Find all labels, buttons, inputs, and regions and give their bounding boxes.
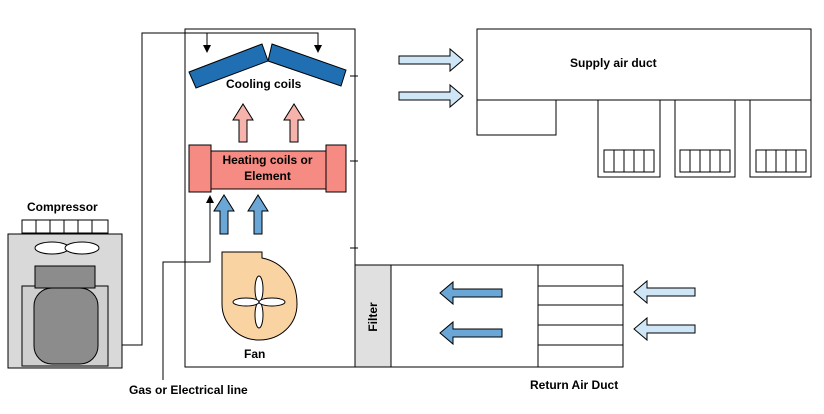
compressor-head [34, 265, 96, 289]
return-air-duct-label: Return Air Duct [530, 378, 619, 392]
refrigerant-line [98, 32, 322, 346]
filter [354, 264, 392, 368]
return-arrow-outer-bottom [633, 316, 696, 342]
return-arrow-outer-top [633, 279, 696, 305]
supply-arrow-bottom [398, 83, 464, 109]
diffuser-2 [674, 99, 736, 178]
heating-coil-end-left [188, 144, 212, 193]
return-arrows-outer [633, 279, 696, 342]
filter-label: Filter [366, 302, 380, 332]
gas-electrical-line-label: Gas or Electrical line [129, 383, 248, 397]
air-arrow-up-right [247, 194, 269, 235]
diffuser-3 [749, 99, 812, 178]
fan-label: Fan [244, 347, 266, 361]
heating-coils-label-line2: Element [244, 169, 291, 183]
supply-air-duct [476, 28, 812, 178]
compressor-vent [21, 219, 109, 234]
heat-arrow-right [283, 103, 305, 143]
cooling-coil-right [267, 43, 347, 87]
supply-arrow-top [398, 47, 464, 73]
supply-air-duct-label: Supply air duct [570, 56, 657, 70]
compressor-label: Compressor [27, 200, 98, 214]
supply-duct-stub [476, 99, 557, 136]
heat-arrow-left [232, 103, 254, 143]
heating-coils [188, 144, 347, 193]
heating-coil-end-right [325, 144, 347, 193]
return-arrow-inner-top [439, 280, 503, 306]
fan-blades-icon [232, 275, 286, 329]
heating-coils-label-line1: Heating coils or [222, 153, 313, 167]
diffuser-1 [597, 99, 661, 178]
compressor [7, 219, 123, 369]
heating-coils-label: Heating coils or Element [205, 152, 330, 184]
cooling-coils [188, 43, 347, 89]
air-arrows-up [213, 194, 269, 235]
air-arrow-up-left [213, 194, 235, 235]
return-air-duct [354, 264, 624, 368]
cooling-coils-label: Cooling coils [226, 77, 302, 91]
compressor-tank [33, 287, 99, 365]
supply-arrows [398, 47, 464, 109]
return-arrow-inner-bottom [439, 320, 503, 346]
supply-duct-main [476, 28, 812, 101]
compressor-fan-icon [34, 241, 100, 255]
return-grille [537, 264, 624, 368]
heating-coil-body [204, 150, 331, 190]
heat-arrows [232, 103, 305, 143]
return-arrows-inner [439, 280, 503, 346]
gas-electrical-line [162, 195, 214, 380]
fan [221, 251, 298, 341]
